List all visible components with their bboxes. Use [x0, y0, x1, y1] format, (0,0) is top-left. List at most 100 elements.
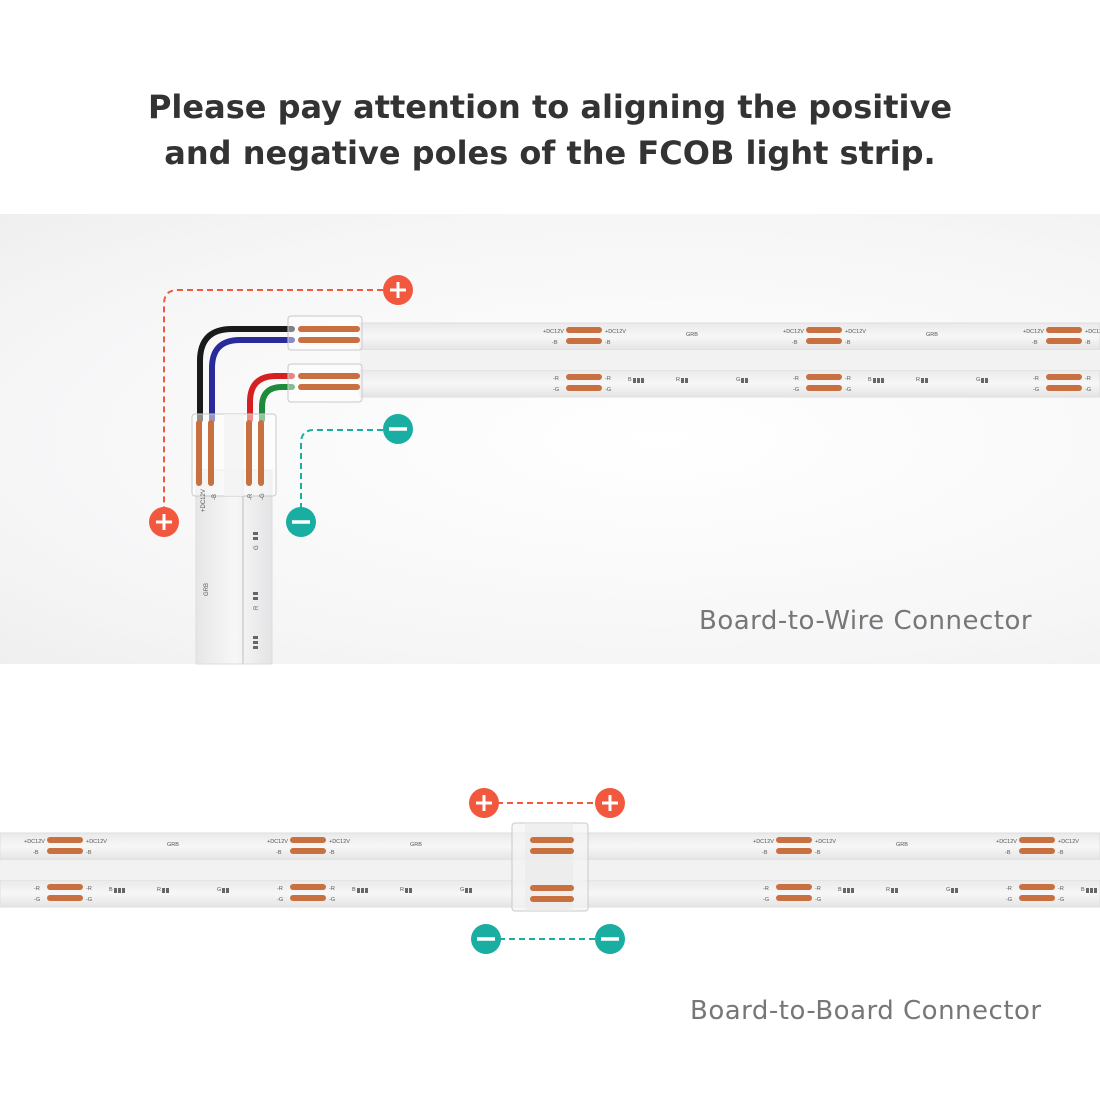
- v-label-b: -B: [212, 494, 218, 500]
- label-r: -R: [1033, 376, 1039, 382]
- chip-group: [843, 888, 854, 893]
- label-r: -R: [1085, 376, 1091, 382]
- label-dc12v: +DC12V: [1058, 839, 1079, 845]
- v-label-g: -G: [260, 493, 266, 500]
- label-g: -G: [329, 897, 335, 903]
- chip-group: [873, 378, 884, 383]
- label-b: -B: [605, 340, 611, 346]
- chip-group: [951, 888, 958, 893]
- wire-green: [259, 384, 295, 423]
- label-g: -G: [815, 897, 821, 903]
- label-r: -R: [86, 886, 92, 892]
- label-r: -R: [34, 886, 40, 892]
- label-b-short: B: [109, 887, 113, 893]
- label-b: -B: [1058, 850, 1064, 856]
- headline-line-2: and negative poles of the FCOB light str…: [164, 134, 936, 172]
- wire-connector-vertical: [191, 413, 277, 497]
- board-connector: [511, 822, 589, 912]
- label-g: -G: [1033, 387, 1039, 393]
- top-polarity-guides: [163, 289, 383, 508]
- label-g: -G: [1085, 387, 1091, 393]
- label-r: -R: [763, 886, 769, 892]
- label-g: -G: [553, 387, 559, 393]
- label-b: -B: [845, 340, 851, 346]
- label-dc12v: +DC12V: [845, 329, 866, 335]
- label-g-short: G: [460, 887, 464, 893]
- label-grb: GRB: [926, 332, 938, 338]
- label-dc12v: +DC12V: [1023, 329, 1044, 335]
- label-b: -B: [276, 850, 282, 856]
- label-g: -G: [605, 387, 611, 393]
- label-b-short: B: [868, 377, 872, 383]
- label-b-short: B: [628, 377, 632, 383]
- label-r: -R: [329, 886, 335, 892]
- headline-line-1: Please pay attention to aligning the pos…: [147, 88, 953, 126]
- label-b: -B: [33, 850, 39, 856]
- label-g: -G: [763, 897, 769, 903]
- label-r: -R: [845, 376, 851, 382]
- v-label-r-short: R: [254, 605, 260, 610]
- label-g: -G: [793, 387, 799, 393]
- wires: [197, 326, 295, 423]
- caption-board-to-board: Board-to-Board Connector: [690, 996, 1042, 1026]
- label-dc12v: +DC12V: [24, 839, 45, 845]
- label-grb: GRB: [410, 842, 422, 848]
- label-g: -G: [845, 387, 851, 393]
- chip-group: [465, 888, 472, 893]
- label-r: -R: [277, 886, 283, 892]
- wire-black: [197, 326, 295, 423]
- label-b: -B: [815, 850, 821, 856]
- chip-group: [891, 888, 898, 893]
- chip-group: [162, 888, 169, 893]
- positive-badge-top-left: [149, 507, 179, 537]
- negative-badge-top-right: [383, 414, 413, 444]
- label-r: -R: [815, 886, 821, 892]
- wire-blue: [209, 337, 295, 423]
- chip-group: [921, 378, 928, 383]
- label-b: -B: [792, 340, 798, 346]
- label-b: -B: [1085, 340, 1091, 346]
- label-g: -G: [1006, 897, 1012, 903]
- label-r: -R: [1006, 886, 1012, 892]
- positive-badge-top-right: [383, 275, 413, 305]
- label-dc12v: +DC12V: [329, 839, 350, 845]
- label-dc12v: +DC12V: [753, 839, 774, 845]
- plus-icon: [156, 514, 172, 530]
- label-r-short: R: [157, 887, 161, 893]
- negative-badge-bottom-right: [595, 924, 625, 954]
- plus-icon: [476, 795, 492, 811]
- v-label-grb: GRB: [204, 583, 210, 596]
- label-b-short: B: [838, 887, 842, 893]
- label-b-short: B: [1081, 887, 1085, 893]
- label-dc12v: +DC12V: [996, 839, 1017, 845]
- label-g-short: G: [946, 887, 950, 893]
- label-r-short: R: [400, 887, 404, 893]
- chip-group: [681, 378, 688, 383]
- board-to-wire-panel: [0, 214, 1100, 664]
- chip-group: [222, 888, 229, 893]
- label-r: -R: [793, 376, 799, 382]
- label-g: -G: [277, 897, 283, 903]
- vertical-chips: [253, 532, 258, 649]
- label-r: -R: [553, 376, 559, 382]
- label-dc12v: +DC12V: [815, 839, 836, 845]
- positive-badge-bottom-right: [595, 788, 625, 818]
- label-r-short: R: [676, 377, 680, 383]
- chip-group: [1086, 888, 1097, 893]
- v-label-dc12v: +DC12V: [201, 489, 207, 512]
- chip-group: [357, 888, 368, 893]
- label-b: -B: [329, 850, 335, 856]
- label-r: -R: [605, 376, 611, 382]
- chip-group: [114, 888, 125, 893]
- label-grb: GRB: [167, 842, 179, 848]
- label-b-short: B: [352, 887, 356, 893]
- label-r: -R: [1058, 886, 1064, 892]
- positive-badge-bottom-left: [469, 788, 499, 818]
- label-dc12v: +DC12V: [1085, 329, 1100, 335]
- label-dc12v: +DC12V: [605, 329, 626, 335]
